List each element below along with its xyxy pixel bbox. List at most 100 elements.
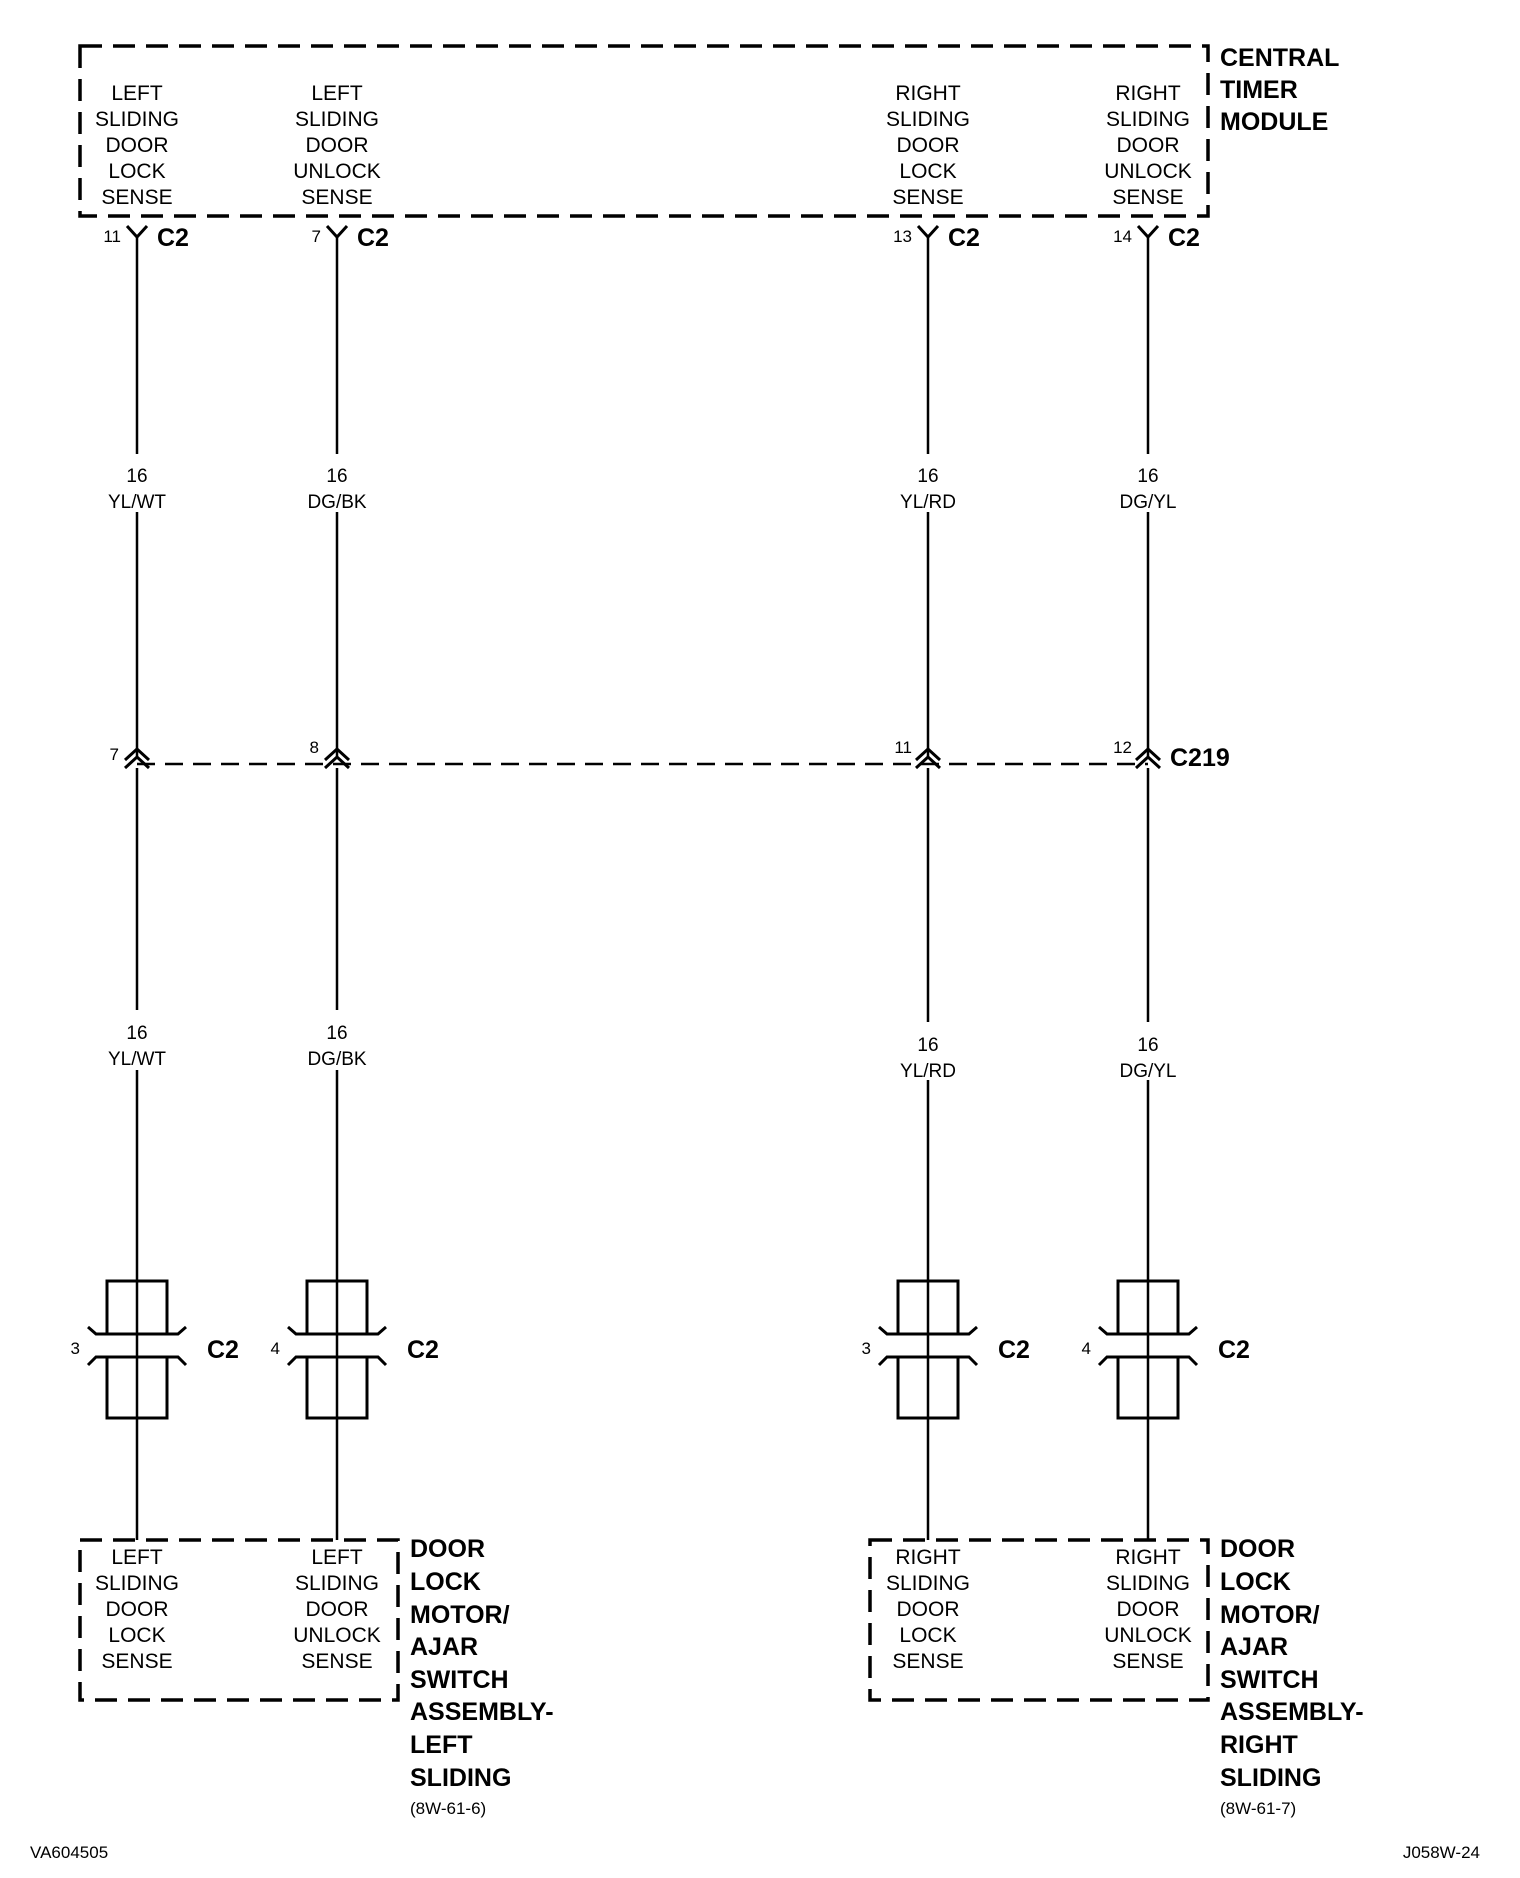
assembly-name-line: LOCK (410, 1568, 481, 1596)
wire-color: DG/YL (1119, 492, 1176, 513)
assembly-name-line: LEFT (410, 1731, 473, 1759)
lower-wire-labels: 16 YL/WT 16 DG/BK 16 YL/RD 16 DG/YL (108, 1023, 1177, 1082)
inline-terminal-symbol (914, 746, 942, 770)
circuit-label-line: SENSE (101, 186, 172, 209)
circuit-label-line: SENSE (1112, 186, 1183, 209)
connector-name: C2 (207, 1336, 239, 1364)
connector-name: C2 (157, 224, 189, 252)
circuit-label-line: LEFT (311, 82, 363, 105)
connector-name: C2 (948, 224, 980, 252)
wire-gauge: 16 (917, 1035, 938, 1056)
circuit-label-line: DOOR (1117, 1598, 1180, 1621)
circuit-label-line: DOOR (306, 1598, 369, 1621)
assembly-name-line: SWITCH (410, 1666, 509, 1694)
circuit-label-line: RIGHT (895, 1546, 961, 1569)
connector-name: C2 (998, 1336, 1030, 1364)
module-pin-callout: 11 C2 (103, 224, 189, 252)
circuit-label-line: SENSE (1112, 1650, 1183, 1673)
module-circuit-label-right-lock: RIGHT SLIDING DOOR LOCK SENSE (886, 82, 970, 209)
wire-color: YL/WT (108, 492, 166, 513)
pin-number: 12 (1113, 738, 1132, 757)
inline-connector-pin: 12 (1113, 738, 1162, 770)
circuit-label-line: LEFT (111, 1546, 163, 1569)
assembly-name-line: ASSEMBLY- (1220, 1698, 1364, 1726)
assembly-reference: (8W-61-6) (410, 1799, 486, 1818)
pin-number: 7 (312, 227, 321, 246)
circuit-label-line: LOCK (108, 1624, 165, 1647)
circuit-label-line: DOOR (1117, 134, 1180, 157)
circuit-label-line: SLIDING (886, 108, 970, 131)
central-timer-module-name: CENTRAL TIMER MODULE (1220, 44, 1339, 136)
right-assembly-circuit-label-unlock: RIGHT SLIDING DOOR UNLOCK SENSE (1104, 1546, 1192, 1673)
device-connector: 3 C2 (862, 1279, 1030, 1420)
left-assembly-circuit-label-unlock: LEFT SLIDING DOOR UNLOCK SENSE (293, 1546, 381, 1673)
device-connector: 3 C2 (71, 1279, 239, 1420)
wire-gauge: 16 (1137, 1035, 1158, 1056)
circuit-label-line: DOOR (897, 134, 960, 157)
circuit-label-line: UNLOCK (1104, 160, 1192, 183)
module-pin-callout: 7 C2 (312, 224, 389, 252)
assembly-name-line: LOCK (1220, 1568, 1291, 1596)
wire-gauge: 16 (126, 1023, 147, 1044)
assembly-name-line: MOTOR/ (410, 1601, 510, 1629)
pin-number: 11 (894, 738, 912, 757)
circuit-label-line: UNLOCK (293, 1624, 381, 1647)
wire-gauge: 16 (1137, 466, 1158, 487)
lower-wire-segments (135, 768, 1150, 1281)
wire-color: DG/BK (307, 492, 366, 513)
wire-gauge: 16 (326, 1023, 347, 1044)
connector-name: C2 (357, 224, 389, 252)
pin-number: 11 (103, 227, 121, 246)
circuit-label-line: RIGHT (1115, 1546, 1181, 1569)
module-circuit-label-left-lock: LEFT SLIDING DOOR LOCK SENSE (95, 82, 179, 209)
inline-connector-pin: 8 (310, 738, 351, 770)
inline-connector-pin: 11 (894, 738, 942, 770)
right-assembly-circuit-label-lock: RIGHT SLIDING DOOR LOCK SENSE (886, 1546, 970, 1673)
central-module-name-line: CENTRAL (1220, 44, 1339, 72)
right-assembly-name: DOOR LOCK MOTOR/ AJAR SWITCH ASSEMBLY- R… (1220, 1535, 1364, 1818)
assembly-name-line: RIGHT (1220, 1731, 1298, 1759)
circuit-label-line: LOCK (108, 160, 165, 183)
left-assembly-circuit-label-lock: LEFT SLIDING DOOR LOCK SENSE (95, 1546, 179, 1673)
wire-color: DG/YL (1119, 1061, 1176, 1082)
inline-terminal-symbol (323, 746, 351, 770)
device-connector: 4 C2 (271, 1279, 439, 1420)
assembly-name-line: SLIDING (410, 1764, 511, 1792)
wire-color: YL/WT (108, 1049, 166, 1070)
footer-left-code: VA604505 (30, 1843, 108, 1862)
circuit-label-line: DOOR (306, 134, 369, 157)
circuit-label-line: SENSE (892, 1650, 963, 1673)
circuit-label-line: SENSE (101, 1650, 172, 1673)
upper-wire-segments (135, 237, 1150, 758)
pin-number: 8 (310, 738, 319, 757)
circuit-label-line: SLIDING (95, 1572, 179, 1595)
connector-name: C2 (407, 1336, 439, 1364)
pin-number: 4 (1082, 1339, 1091, 1358)
assembly-name-line: SLIDING (1220, 1764, 1321, 1792)
pin-number: 14 (1113, 227, 1132, 246)
circuit-label-line: LOCK (899, 160, 956, 183)
circuit-label-line: SLIDING (886, 1572, 970, 1595)
module-pin-callout: 13 C2 (893, 224, 980, 252)
circuit-label-line: DOOR (106, 134, 169, 157)
circuit-label-line: SENSE (892, 186, 963, 209)
assembly-name-line: AJAR (410, 1633, 478, 1661)
device-connector: 4 C2 (1082, 1279, 1250, 1420)
assembly-name-line: AJAR (1220, 1633, 1288, 1661)
assembly-name-line: DOOR (410, 1535, 485, 1563)
circuit-label-line: SENSE (301, 1650, 372, 1673)
assembly-name-line: ASSEMBLY- (410, 1698, 554, 1726)
pin-number: 3 (862, 1339, 871, 1358)
circuit-label-line: DOOR (897, 1598, 960, 1621)
connector-name: C2 (1218, 1336, 1250, 1364)
wire-color: DG/BK (307, 1049, 366, 1070)
circuit-label-line: DOOR (106, 1598, 169, 1621)
circuit-label-line: SLIDING (1106, 1572, 1190, 1595)
wire-gauge: 16 (126, 466, 147, 487)
assembly-name-line: MOTOR/ (1220, 1601, 1320, 1629)
circuit-label-line: RIGHT (895, 82, 961, 105)
central-module-name-line: TIMER (1220, 76, 1298, 104)
circuit-label-line: SLIDING (295, 108, 379, 131)
right-assembly-outline (868, 1538, 1210, 1702)
